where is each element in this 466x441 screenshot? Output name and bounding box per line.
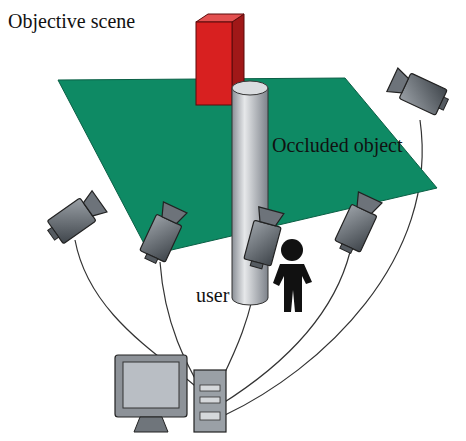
occluded-cylinder [232, 81, 268, 305]
user-figure [273, 239, 312, 312]
computer [115, 355, 226, 432]
scene-label: Objective scene [8, 10, 135, 32]
object-label: Occluded object [272, 134, 403, 156]
camera [43, 67, 452, 271]
user-label: user [196, 284, 229, 306]
